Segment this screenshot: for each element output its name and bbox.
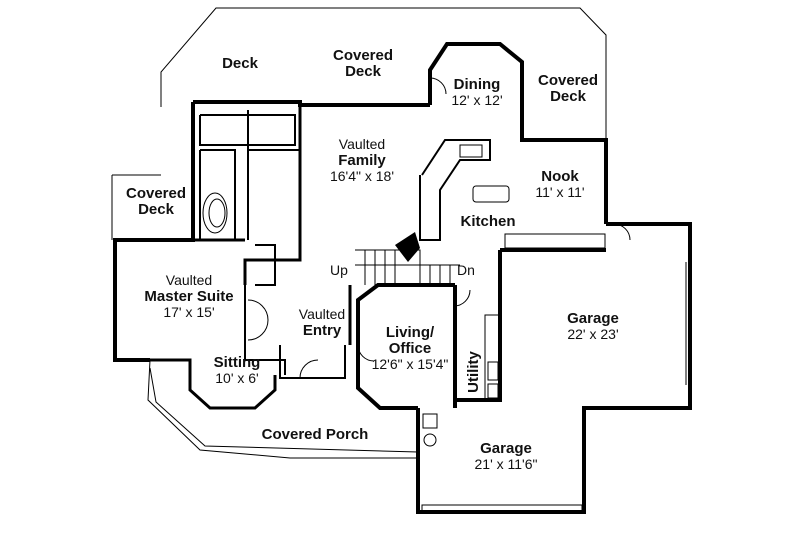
room-label-master-suite-1: Master Suite <box>144 288 233 305</box>
garage-doors <box>421 262 687 514</box>
door-swings <box>247 77 631 379</box>
room-label-covered-porch-0: Covered Porch <box>262 426 369 443</box>
room-label-vaulted-entry-1: Entry <box>303 322 342 339</box>
room-label-living-office-1: Office <box>389 340 432 357</box>
room-label-garage-small-1: 21' x 11'6" <box>475 456 538 472</box>
utility-label: Utility <box>465 351 482 393</box>
room-label-nook-0: Nook <box>541 168 579 185</box>
stairs-up-label: Up <box>330 262 348 278</box>
room-label-garage-main-1: 22' x 23' <box>567 326 618 342</box>
utility-fixtures <box>422 314 500 447</box>
room-label-sitting-0: Sitting <box>214 354 261 371</box>
exterior-walls <box>113 42 692 514</box>
room-label-garage-small-0: Garage <box>480 440 532 457</box>
staircase <box>355 232 460 285</box>
room-label-deck-0: Deck <box>222 55 259 72</box>
kitchen-counters <box>419 139 606 249</box>
room-label-dining-0: Dining <box>454 76 501 93</box>
room-label-living-office-2: 12'6" x 15'4" <box>372 356 449 372</box>
room-label-garage-main-0: Garage <box>567 310 619 327</box>
room-label-covered-deck-top-0: Covered <box>333 47 393 64</box>
porch-and-bay <box>147 358 419 459</box>
room-label-covered-deck-left-0: Covered <box>126 185 186 202</box>
room-label-sitting-1: 10' x 6' <box>215 370 258 386</box>
room-label-vaulted-family-2: 16'4" x 18' <box>330 168 394 184</box>
room-label-kitchen-0: Kitchen <box>460 213 515 230</box>
interior-walls <box>193 105 352 379</box>
room-label-covered-deck-top-1: Deck <box>345 63 382 80</box>
room-label-covered-deck-left-1: Deck <box>138 201 175 218</box>
room-label-dining-1: 12' x 12' <box>451 92 502 108</box>
room-label-living-office-0: Living/ <box>386 324 435 341</box>
room-label-vaulted-family-1: Family <box>338 152 386 169</box>
room-label-master-suite-2: 17' x 15' <box>163 304 214 320</box>
room-label-covered-deck-right-0: Covered <box>538 72 598 89</box>
room-label-nook-1: 11' x 11' <box>535 184 584 200</box>
room-label-master-suite-0: Vaulted <box>166 272 212 288</box>
room-label-covered-deck-right-1: Deck <box>550 88 587 105</box>
deck-outline <box>111 7 607 240</box>
room-label-vaulted-entry-0: Vaulted <box>299 306 345 322</box>
stairs-down-label: Dn <box>457 262 475 278</box>
room-label-vaulted-family-0: Vaulted <box>339 136 385 152</box>
